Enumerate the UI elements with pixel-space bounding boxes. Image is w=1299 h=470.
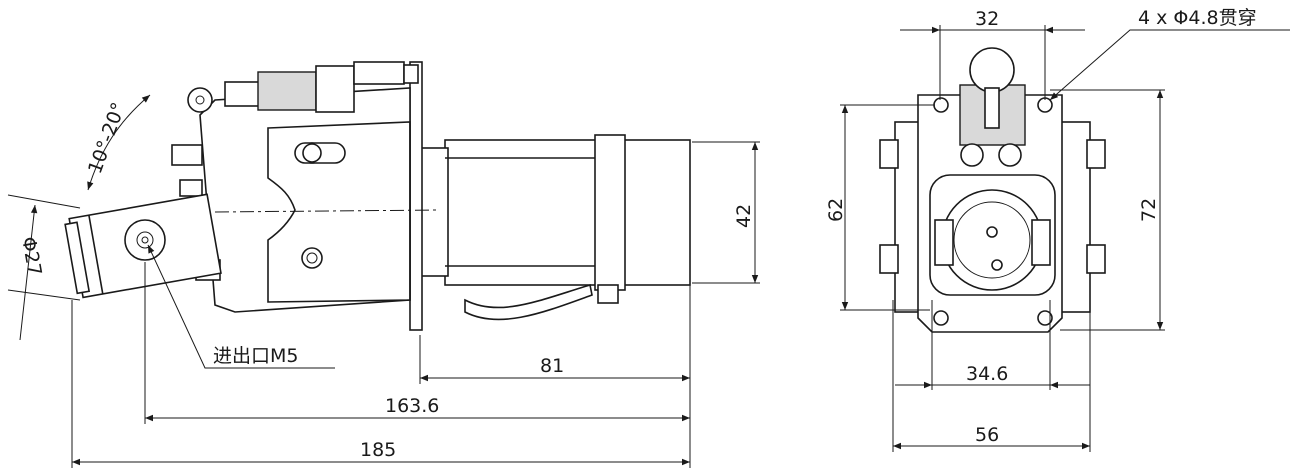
dim-72: 72 <box>1138 198 1160 222</box>
pivot <box>187 87 213 113</box>
gripper-face <box>941 189 1043 291</box>
motor-body <box>444 139 691 286</box>
hole-label: 4 x Φ4.8贯穿 <box>1138 7 1257 29</box>
side-view: 10°-20° Φ27 进出口M5 81 163.6 185 42 <box>7 61 760 468</box>
cable <box>464 283 593 321</box>
dim-32: 32 <box>975 8 999 30</box>
dim-163-6: 163.6 <box>385 395 439 417</box>
angle-label: 10°-20° <box>84 99 130 176</box>
diameter-label: Φ27 <box>17 235 45 277</box>
housing <box>199 87 411 313</box>
dim-34-6: 34.6 <box>966 363 1008 385</box>
dim-42: 42 <box>733 204 755 228</box>
dim-62: 62 <box>825 198 847 222</box>
flange <box>409 61 423 331</box>
dim-81: 81 <box>540 355 564 377</box>
port <box>124 219 166 261</box>
dim-185: 185 <box>360 439 396 461</box>
port-label: 进出口M5 <box>213 345 298 367</box>
front-view: 32 4 x Φ4.8贯穿 62 72 34.6 56 <box>825 7 1290 452</box>
dim-56: 56 <box>975 424 999 446</box>
